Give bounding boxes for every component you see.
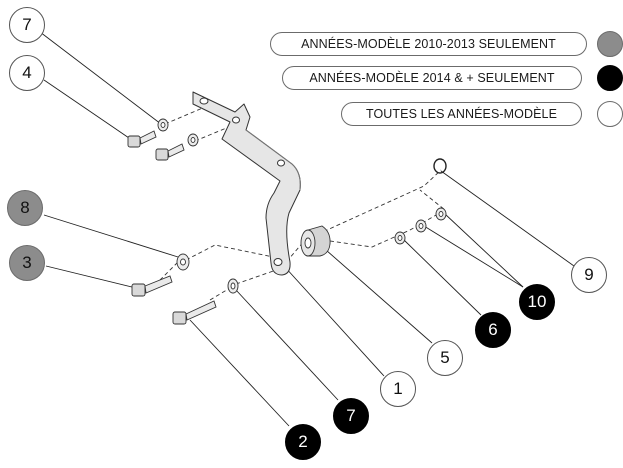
legend-dot-black bbox=[597, 65, 623, 91]
callout-7-top: 7 bbox=[9, 7, 45, 43]
bracket bbox=[192, 91, 301, 276]
leader-lines bbox=[39, 31, 575, 427]
washer-10a bbox=[435, 207, 447, 221]
bolt-top-2 bbox=[155, 143, 185, 161]
legend-label-2010-2013: ANNÉES-MODÈLE 2010-2013 SEULEMENT bbox=[270, 32, 587, 56]
legend-dot-gray bbox=[597, 31, 623, 57]
callout-4: 4 bbox=[9, 55, 45, 91]
legend-dot-white bbox=[597, 101, 623, 127]
bolt-2 bbox=[172, 300, 217, 325]
callout-3: 3 bbox=[9, 245, 45, 281]
legend-label-all-years: TOUTES LES ANNÉES-MODÈLE bbox=[341, 102, 582, 126]
bolt-top-1 bbox=[127, 130, 157, 148]
callout-2: 2 bbox=[285, 424, 321, 460]
callout-9: 9 bbox=[571, 257, 607, 293]
callout-7-bottom: 7 bbox=[333, 398, 369, 434]
spacer bbox=[300, 225, 331, 257]
callout-5: 5 bbox=[427, 340, 463, 376]
washer-8 bbox=[176, 253, 190, 271]
callout-10: 10 bbox=[519, 284, 555, 320]
bolt-3 bbox=[131, 275, 173, 297]
washer-7-lower bbox=[227, 278, 239, 294]
washer-top-2 bbox=[187, 133, 199, 147]
washer-6 bbox=[394, 231, 406, 245]
callout-8: 8 bbox=[7, 190, 43, 226]
washer-top-1 bbox=[157, 118, 169, 132]
callout-6: 6 bbox=[475, 312, 511, 348]
legend-label-2014-plus: ANNÉES-MODÈLE 2014 & + SEULEMENT bbox=[282, 66, 582, 90]
washer-10b bbox=[415, 219, 427, 233]
o-ring bbox=[433, 158, 447, 174]
callout-1: 1 bbox=[380, 371, 416, 407]
